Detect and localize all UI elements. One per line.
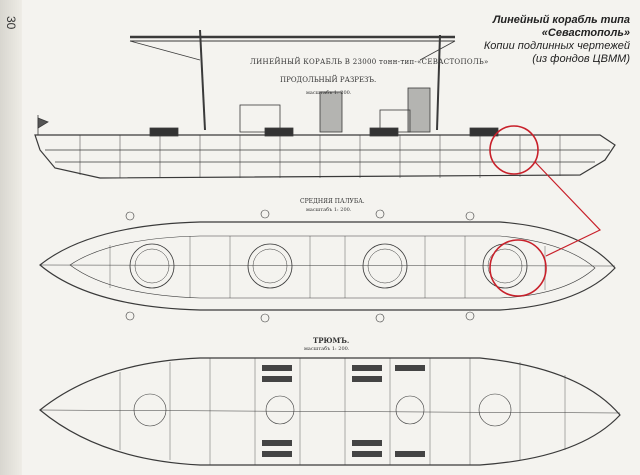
- page-gutter: 30: [0, 0, 22, 475]
- figure-caption: Линейный корабль типа «Севастополь» Копи…: [450, 14, 630, 66]
- middle-deck-title: СРЕДНЯЯ ПАЛУБА.: [300, 198, 365, 205]
- caption-ship-name: «Севастополь»: [541, 27, 630, 39]
- hold-scale: масштабъ 1: 200.: [304, 346, 350, 352]
- hold-title: ТРЮМЪ.: [313, 336, 350, 345]
- middle-deck-scale: масштабъ 1: 200.: [306, 207, 352, 213]
- highlight-connector-line: [534, 161, 602, 257]
- longitudinal-section: [34, 29, 616, 179]
- highlight-circle-profile: [489, 125, 539, 175]
- profile-subtitle: ПРОДОЛЬНЫЙ РАЗРЕЗЪ.: [280, 76, 377, 84]
- caption-description: Копии подлинных чертежей: [483, 40, 630, 52]
- profile-scale: масштабъ 1: 200.: [306, 90, 352, 96]
- highlight-markers: [489, 125, 602, 297]
- middle-deck-plan: [39, 209, 616, 323]
- hold-plan: [39, 357, 621, 466]
- highlight-circle-deck: [489, 239, 547, 297]
- caption-ship-type: Линейный корабль типа: [492, 14, 630, 26]
- caption-source: (из фондов ЦВММ): [532, 53, 630, 65]
- profile-title: ЛИНЕЙНЫЙ КОРАБЛЬ В 23000 тонн-тип-«СЕВАС…: [250, 58, 489, 66]
